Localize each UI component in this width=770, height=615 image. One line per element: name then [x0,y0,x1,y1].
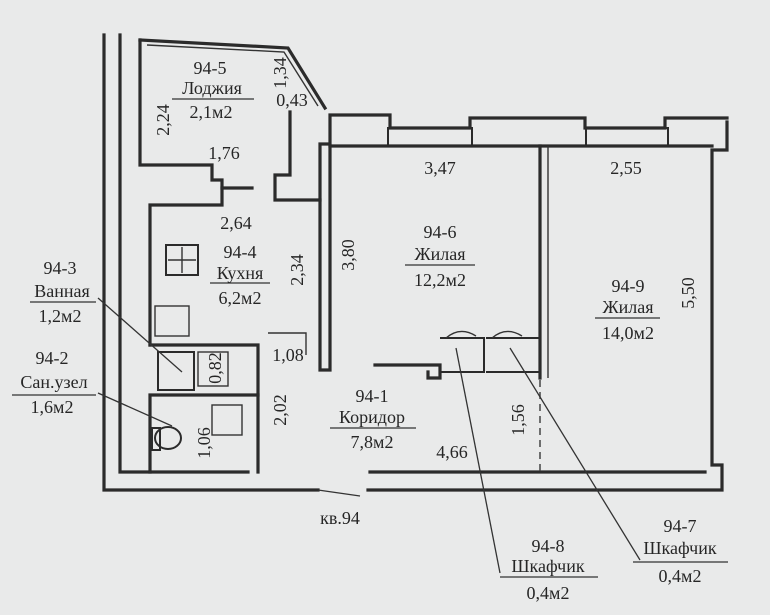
dim-room9-depth: 5,50 [678,277,698,309]
kitchen-door [268,332,307,355]
dim-room6-width: 3,47 [424,158,456,178]
dim-wc-depth: 2,02 [270,394,290,426]
dim-loggia-bevel: 0,43 [276,90,308,110]
label-wc-id: 94-2 [35,348,69,368]
dim-corridor-length: 4,66 [436,442,468,462]
toilet-tank [151,427,161,451]
kitchen-sink [154,305,190,337]
label-room9-id: 94-9 [611,276,645,296]
leader-bath [97,297,183,373]
dim-loggia-side: 1,34 [270,57,290,89]
dim-loggia-width: 1,76 [208,143,240,163]
label-loggia-id: 94-5 [193,58,227,78]
label-closet7-id: 94-7 [663,516,697,536]
toilet [154,426,182,450]
room6-bottom-wall [373,363,442,380]
leader-closet-8 [455,347,501,574]
label-corridor-id: 94-1 [355,386,389,406]
label-wc-area: 1,6м2 [30,397,74,417]
label-loggia-name: Лоджия [182,78,242,98]
label-bath-id: 94-3 [43,258,77,278]
label-room9-name: Жилая [602,297,654,317]
dim-loggia-height: 2,24 [153,104,173,136]
dim-corridor-notch: 1,08 [272,345,304,365]
facade-wall [273,110,729,202]
loggia-parapet [146,44,319,107]
window-room6 [387,127,473,147]
label-kitchen-name: Кухня [216,263,264,283]
label-closet7-area: 0,4м2 [658,566,702,586]
label-room6-name: Жилая [414,244,466,264]
label-wc-name: Сан.узел [20,372,88,392]
label-corridor-name: Коридор [339,407,405,427]
bath-sink [197,351,229,387]
label-bath-area: 1,2м2 [38,306,82,326]
wc-sink [211,404,243,436]
outer-wall-left [102,33,320,492]
outer-wall-bottom-right [366,120,729,492]
leader-closet-7 [509,347,641,561]
label-kitchen-id: 94-4 [223,242,257,262]
label-room6-id: 94-6 [423,222,457,242]
label-closet7-name: Шкафчик [643,538,717,558]
label-room9-area: 14,0м2 [602,323,654,343]
dim-kitchen-depth: 2,34 [287,254,307,286]
dim-corridor-recess: 1,56 [508,404,528,436]
label-closet8-name: Шкафчик [511,556,585,576]
outer-wall-left-inner [118,33,250,474]
label-closet8-area: 0,4м2 [526,583,570,603]
label-bath-name: Ванная [34,281,90,301]
label-room6-area: 12,2м2 [414,270,466,290]
label-corridor-area: 7,8м2 [350,432,394,452]
closet-doors [445,330,523,339]
label-closet8-id: 94-8 [531,536,565,556]
entrance-arc [317,489,361,497]
window-room9 [585,127,669,147]
closet-7 [486,337,541,373]
bathtub [157,351,195,391]
label-kitchen-area: 6,2м2 [218,288,262,308]
loggia-top [138,38,328,111]
dim-room9-width: 2,55 [610,158,642,178]
kitchen-right-wall [318,144,332,372]
entrance-label: кв.94 [320,508,360,528]
leader-wc [97,392,173,427]
closet-8 [440,337,485,373]
dim-wc-width: 1,06 [194,427,214,459]
kitchen-wall [148,186,224,347]
label-loggia-area: 2,1м2 [189,102,233,122]
dim-room6-depth: 3,80 [338,239,358,271]
dim-kitchen-width: 2,64 [220,213,252,233]
kitchen-stove [165,244,199,276]
dim-bath-width: 0,82 [205,352,225,384]
